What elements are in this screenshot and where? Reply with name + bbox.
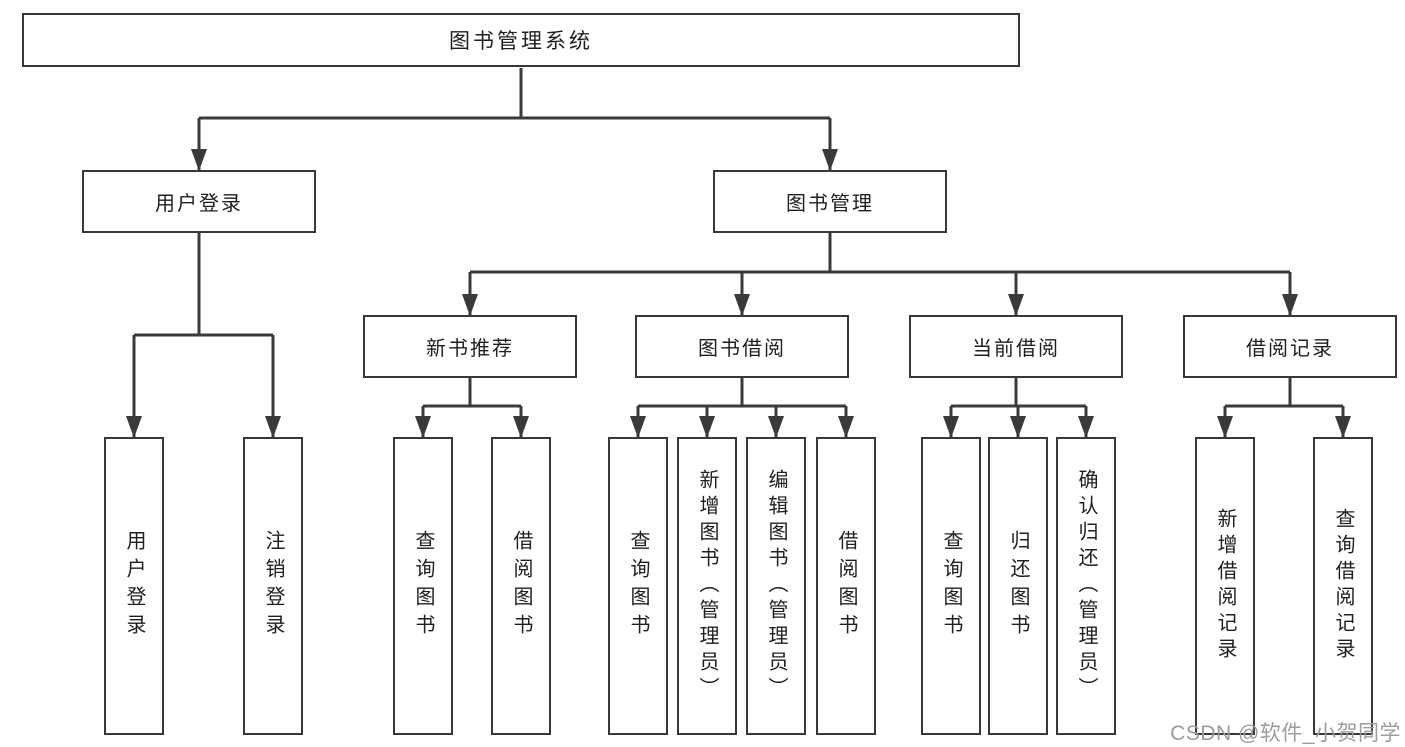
leaf-query-books-current: 查询图书 [921, 437, 981, 735]
leaf-logout-login: 注销登录 [243, 437, 303, 735]
leaf-add-book-admin: 新增图书（管理员） [677, 437, 737, 735]
node-borrow-records: 借阅记录 [1183, 315, 1397, 378]
node-new-book-recommend: 新书推荐 [363, 315, 577, 378]
node-user-login: 用户登录 [82, 170, 316, 233]
leaf-borrow-books-recommend: 借阅图书 [491, 437, 551, 735]
leaf-confirm-return-admin: 确认归还（管理员） [1056, 437, 1116, 735]
node-current-borrow: 当前借阅 [909, 315, 1123, 378]
leaf-return-books: 归还图书 [988, 437, 1048, 735]
node-book-management: 图书管理 [713, 170, 947, 233]
leaf-query-borrow-record: 查询借阅记录 [1313, 437, 1373, 735]
leaf-query-books-borrow: 查询图书 [608, 437, 668, 735]
leaf-borrow-books: 借阅图书 [816, 437, 876, 735]
watermark: CSDN @软件_小贺同学 [1170, 722, 1401, 745]
node-root: 图书管理系统 [22, 13, 1020, 67]
leaf-add-borrow-record: 新增借阅记录 [1195, 437, 1255, 735]
leaf-edit-book-admin: 编辑图书（管理员） [746, 437, 806, 735]
node-book-borrow: 图书借阅 [635, 315, 849, 378]
leaf-user-login: 用户登录 [104, 437, 164, 735]
leaf-query-books-recommend: 查询图书 [393, 437, 453, 735]
